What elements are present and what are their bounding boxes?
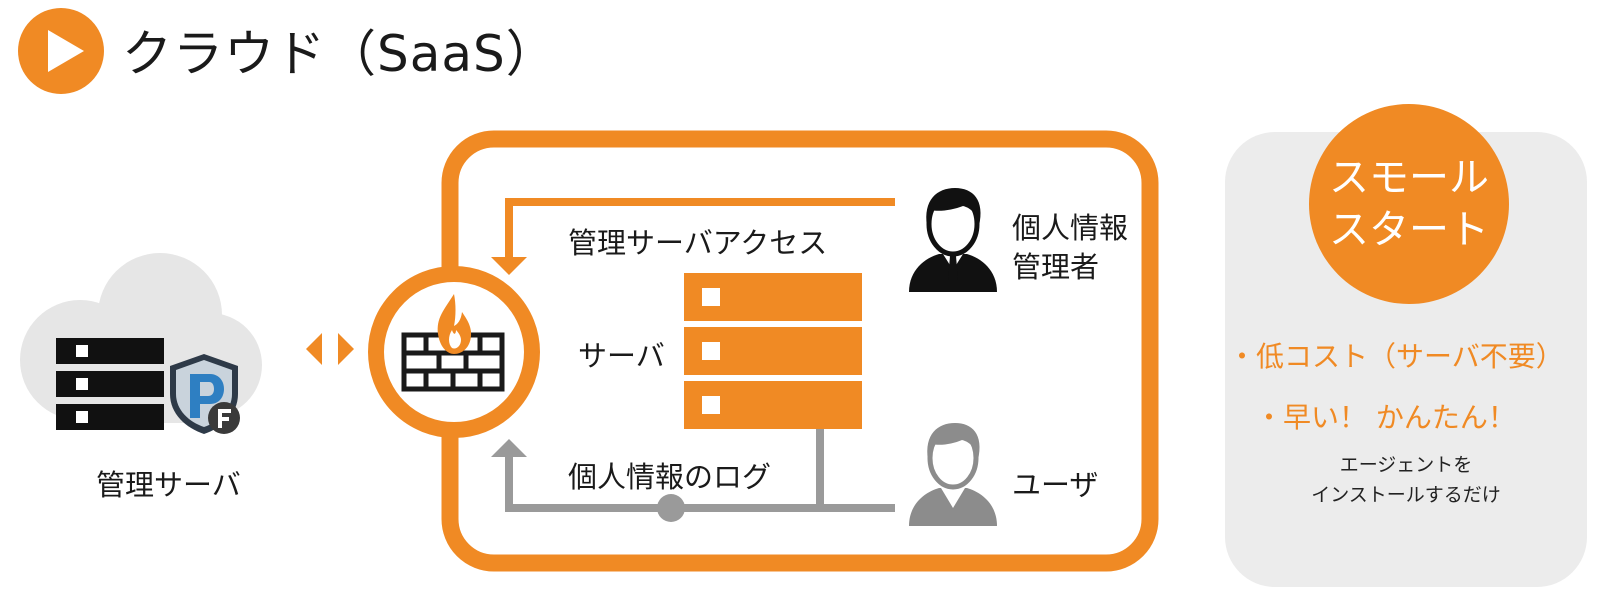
server-rack-icon [56,338,164,430]
log-arrow [505,456,895,512]
log-arrowhead [491,439,527,457]
bullet-low-cost: ・低コスト（サーバ不要） [1228,340,1564,373]
page-title: クラウド（SaaS） [122,25,557,83]
log-junction-dot [657,494,685,522]
install-note-line1: エージェントを [1339,454,1473,476]
user-label: ユーザ [1012,468,1099,502]
admin-person-icon [909,188,997,292]
header: クラウド（SaaS） [0,0,600,100]
badge-line2: スタート [1329,207,1489,253]
log-label: 個人情報のログ [568,460,772,494]
admin-label-line2: 管理者 [1012,250,1100,284]
firewall-icon [368,266,540,438]
bidirectional-arrow-icon [306,333,354,365]
server-icon [684,273,862,429]
small-start-badge: スモール スタート [1309,104,1509,304]
bullet-fast-easy: ・早い！ かんたん！ [1255,401,1516,434]
user-person-icon [909,423,997,526]
play-icon [18,8,104,94]
install-note: エージェントを インストールするだけ [1225,450,1587,510]
access-label: 管理サーバアクセス [568,226,828,260]
access-arrowhead [491,257,527,275]
shield-pf-icon [170,354,240,434]
access-arrow [505,198,895,258]
admin-label-line1: 個人情報 [1012,211,1129,245]
management-server-label: 管理サーバ [96,468,241,502]
badge-line1: スモール [1329,155,1489,201]
server-label: サーバ [578,339,665,373]
install-note-line2: インストールするだけ [1311,484,1501,506]
